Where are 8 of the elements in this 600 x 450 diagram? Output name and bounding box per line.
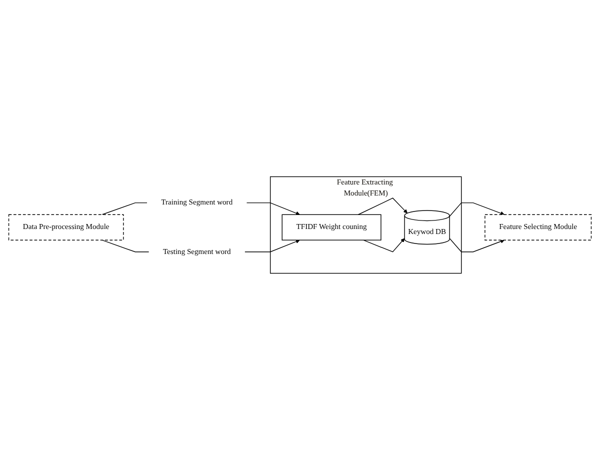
arrow <box>449 238 505 252</box>
connector <box>102 240 150 252</box>
arrow <box>362 238 405 252</box>
arrow <box>246 202 300 216</box>
arrow <box>358 198 408 215</box>
arrow <box>244 240 300 252</box>
connector <box>102 202 148 215</box>
arrow <box>449 202 505 217</box>
